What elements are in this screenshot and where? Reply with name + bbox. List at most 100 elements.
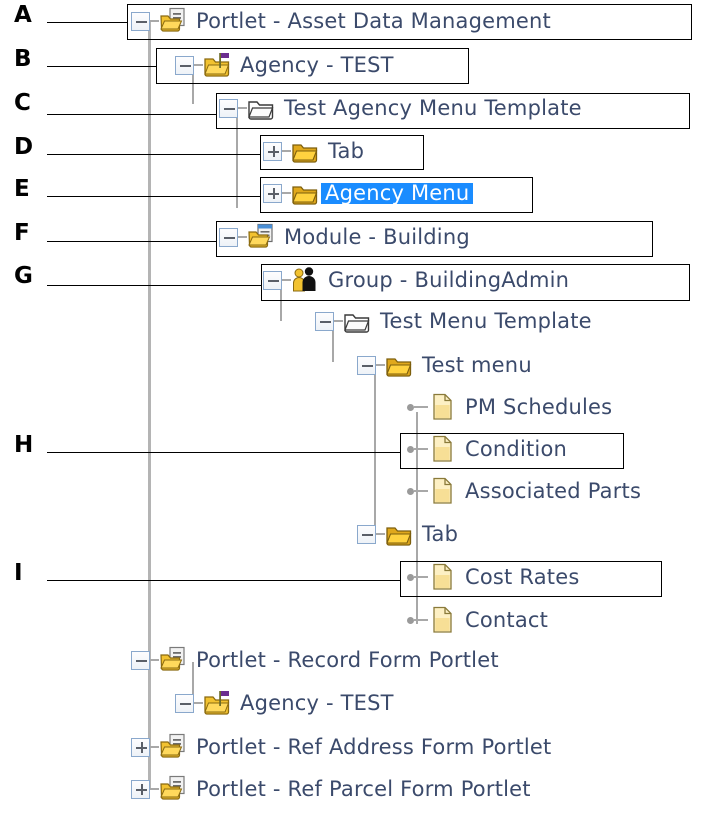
tree-connector-stub [282, 150, 291, 152]
tree-node[interactable]: Tab [357, 519, 458, 549]
collapse-node-button[interactable] [219, 98, 238, 118]
annotation-leader-line [47, 196, 260, 197]
tree-node[interactable]: Tab [263, 136, 364, 166]
tree-node[interactable]: Condition [401, 434, 567, 464]
tree-connector-stub [194, 64, 203, 66]
tree-node[interactable]: PM Schedules [401, 392, 612, 422]
collapse-node-button[interactable] [219, 227, 238, 247]
tree-node[interactable]: Agency Menu [263, 178, 474, 208]
tree-node[interactable]: Test Agency Menu Template [219, 93, 582, 123]
annotation-letter: F [14, 220, 30, 246]
tree-connector-stub [376, 364, 385, 366]
tree-connector-stub [282, 279, 291, 281]
tree-leaf-bullet-icon [407, 487, 414, 495]
tree-connector-line [374, 370, 376, 532]
tree-node-label[interactable]: Test menu [422, 352, 532, 377]
tree-node-label[interactable]: Cost Rates [465, 564, 580, 589]
tree-connector-stub [150, 659, 159, 661]
folder-icon [291, 179, 321, 207]
tree-node[interactable]: Agency - TEST [175, 688, 394, 718]
tree-connector-stub [414, 490, 428, 492]
page-icon [428, 393, 458, 421]
collapse-node-button[interactable] [263, 270, 282, 290]
tree-node-label[interactable]: Portlet - Record Form Portlet [196, 647, 499, 672]
tree-connector-stub [150, 788, 159, 790]
tree-connector-stub [150, 20, 159, 22]
tree-node[interactable]: Cost Rates [401, 562, 579, 592]
collapse-node-button[interactable] [357, 524, 376, 544]
tree-node-label[interactable]: Tab [422, 521, 459, 546]
tree-connector-stub [376, 533, 385, 535]
tree-connector-stub [282, 192, 291, 194]
tree-connector-stub [238, 236, 247, 238]
tree-connector-stub [194, 702, 203, 704]
tree-connector-line [416, 412, 418, 624]
tree-node-label[interactable]: Associated Parts [465, 478, 642, 503]
expand-node-button[interactable] [263, 141, 282, 161]
tree-node[interactable]: Portlet - Asset Data Management [131, 6, 551, 36]
annotation-leader-line [47, 580, 400, 581]
tree-connector-stub [334, 320, 343, 322]
annotation-letter: B [14, 46, 32, 72]
tree-node-label[interactable]: Group - BuildingAdmin [328, 267, 570, 292]
annotation-letter: C [14, 90, 31, 116]
module-icon [247, 223, 277, 251]
template-icon [247, 94, 277, 122]
tree-node[interactable]: Group - BuildingAdmin [263, 265, 569, 295]
group-icon [291, 266, 321, 294]
tree-node-label[interactable]: Test Agency Menu Template [284, 95, 582, 120]
tree-connector-line [192, 662, 194, 698]
tree-node-label[interactable]: Test Menu Template [380, 308, 592, 333]
template-icon [343, 307, 373, 335]
tree-node[interactable]: Contact [401, 605, 548, 635]
tree-node-label[interactable]: Portlet - Asset Data Management [196, 8, 551, 33]
tree-node[interactable]: Test menu [357, 350, 532, 380]
annotation-letter: I [14, 560, 23, 586]
expand-node-button[interactable] [131, 779, 150, 799]
tree-trunk-line [148, 20, 151, 790]
tree-node-label[interactable]: Portlet - Ref Address Form Portlet [196, 734, 552, 759]
folder-icon [385, 351, 415, 379]
annotation-letter: G [14, 263, 33, 289]
collapse-node-button[interactable] [357, 355, 376, 375]
tree-leaf-bullet-icon [407, 445, 414, 453]
portlet-icon [159, 7, 189, 35]
tree-node[interactable]: Portlet - Record Form Portlet [131, 645, 499, 675]
tree-node-label[interactable]: Agency - TEST [240, 690, 394, 715]
collapse-node-button[interactable] [315, 311, 334, 331]
annotation-leader-line [47, 154, 260, 155]
annotation-leader-line [47, 114, 216, 115]
page-icon [428, 606, 458, 634]
folder-icon [385, 520, 415, 548]
page-icon [428, 477, 458, 505]
expand-node-button[interactable] [263, 183, 282, 203]
tree-node[interactable]: Portlet - Ref Parcel Form Portlet [131, 774, 531, 804]
tree-node-label[interactable]: Agency Menu [321, 182, 474, 204]
tree-node-label[interactable]: Portlet - Ref Parcel Form Portlet [196, 776, 531, 801]
tree-node[interactable]: Portlet - Ref Address Form Portlet [131, 732, 551, 762]
tree-node[interactable]: Test Menu Template [315, 306, 592, 336]
collapse-node-button[interactable] [131, 650, 150, 670]
tree-node-label[interactable]: Condition [465, 436, 568, 461]
tree-node-label[interactable]: PM Schedules [465, 394, 613, 419]
annotation-leader-line [47, 452, 400, 453]
expand-node-button[interactable] [131, 737, 150, 757]
tree-connector-line [332, 326, 334, 362]
tree-node-label[interactable]: Tab [328, 138, 365, 163]
annotation-leader-line [47, 285, 261, 286]
tree-connector-line [236, 112, 238, 208]
tree-node-label[interactable]: Module - Building [284, 224, 470, 249]
tree-node[interactable]: Module - Building [219, 222, 470, 252]
annotation-letter: D [14, 134, 34, 160]
agency-icon [203, 689, 233, 717]
tree-node-label[interactable]: Contact [465, 607, 549, 632]
collapse-node-button[interactable] [175, 693, 194, 713]
tree-connector-stub [238, 107, 247, 109]
collapse-node-button[interactable] [131, 11, 150, 31]
tree-node[interactable]: Associated Parts [401, 476, 641, 506]
tree-connector-line [192, 70, 194, 104]
tree-node-label[interactable]: Agency - TEST [240, 52, 394, 77]
annotation-letter: H [14, 432, 34, 458]
tree-node[interactable]: Agency - TEST [175, 50, 394, 80]
collapse-node-button[interactable] [175, 55, 194, 75]
